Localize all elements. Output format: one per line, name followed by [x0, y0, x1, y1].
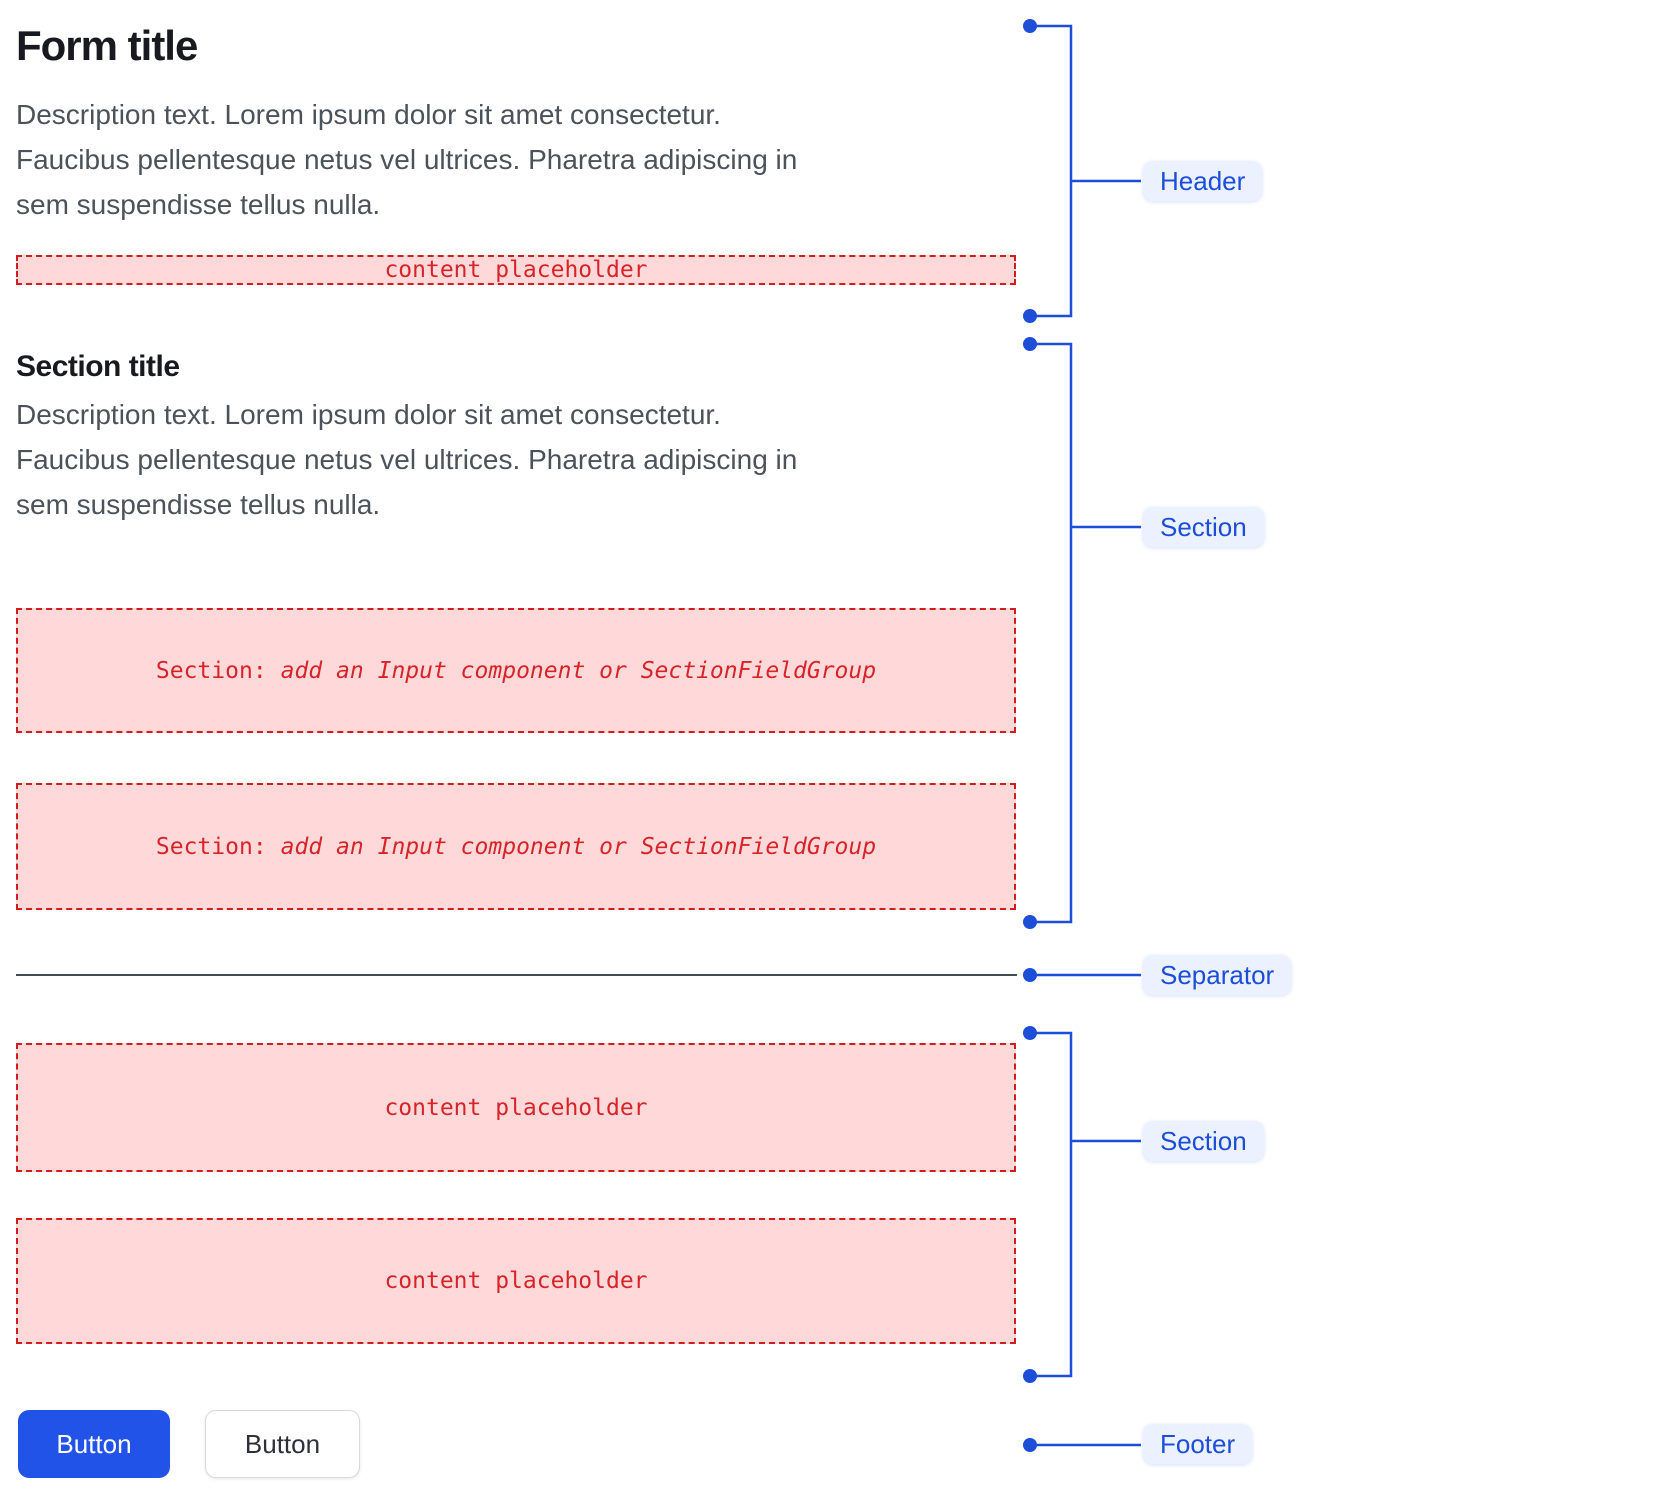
primary-button[interactable]: Button	[18, 1410, 170, 1478]
section-title: Section title	[16, 350, 180, 383]
separator-connector	[1023, 968, 1141, 982]
connector-dot	[1023, 19, 1037, 33]
section2-content-placeholder: content placeholder	[16, 1218, 1016, 1344]
placeholder-text: content placeholder	[384, 257, 648, 283]
slot-prefix: Section:	[155, 833, 267, 860]
form-title: Form title	[16, 22, 198, 69]
annotation-label-section: Section	[1143, 507, 1264, 547]
section2-content-placeholder: content placeholder	[16, 1043, 1016, 1172]
form-description: Description text. Lorem ipsum dolor sit …	[16, 92, 976, 227]
description-line: Description text. Lorem ipsum dolor sit …	[16, 99, 721, 130]
description-line: Faucibus pellentesque netus vel ultrices…	[16, 444, 798, 475]
slot-prefix: Section:	[155, 657, 267, 684]
connector-dot	[1023, 337, 1037, 351]
annotation-label-section: Section	[1143, 1121, 1264, 1161]
footer-connector	[1023, 1438, 1141, 1452]
section-input-slot: Section: add an Input component or Sectio…	[16, 608, 1016, 733]
slot-hint: add an Input component or SectionFieldGr…	[280, 833, 877, 860]
slot-hint: add an Input component or SectionFieldGr…	[280, 657, 877, 684]
connector-dot	[1023, 309, 1037, 323]
header-bracket	[1023, 19, 1141, 323]
connector-dot	[1023, 1026, 1037, 1040]
placeholder-text: content placeholder	[384, 1094, 648, 1121]
placeholder-text: content placeholder	[384, 1268, 648, 1294]
annotation-label-footer: Footer	[1143, 1424, 1253, 1464]
description-line: Faucibus pellentesque netus vel ultrices…	[16, 144, 798, 175]
section1-bracket	[1023, 337, 1141, 929]
connector-dot	[1023, 1369, 1037, 1383]
annotation-label-separator: Separator	[1143, 955, 1292, 995]
description-line: sem suspendisse tellus nulla.	[16, 489, 381, 520]
annotation-label-header: Header	[1143, 161, 1263, 201]
slot-text: Section: add an Input component or Sectio…	[156, 658, 876, 684]
separator-line	[16, 974, 1017, 976]
connector-dot	[1023, 915, 1037, 929]
section-description: Description text. Lorem ipsum dolor sit …	[16, 392, 976, 527]
section-input-slot: Section: add an Input component or Sectio…	[16, 783, 1016, 910]
header-content-placeholder: content placeholder	[16, 255, 1016, 285]
description-line: Description text. Lorem ipsum dolor sit …	[16, 399, 721, 430]
connector-dot	[1023, 1438, 1037, 1452]
secondary-button[interactable]: Button	[205, 1410, 360, 1478]
connector-dot	[1023, 968, 1037, 982]
section2-bracket	[1023, 1026, 1141, 1383]
slot-text: Section: add an Input component or Sectio…	[156, 834, 876, 860]
description-line: sem suspendisse tellus nulla.	[16, 189, 381, 220]
